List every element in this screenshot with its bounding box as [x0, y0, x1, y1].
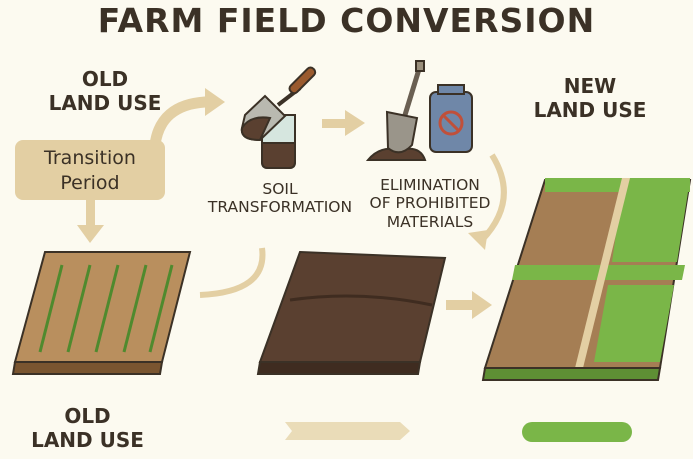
label-line: MATERIALS: [386, 212, 474, 231]
elimination-label: ELIMINATION OF PROHIBITED MATERIALS: [350, 176, 510, 231]
label-line: NEW: [563, 74, 617, 98]
soil-field: [256, 250, 447, 375]
arrow-field-to-new: [446, 291, 492, 319]
old-crop-field: [11, 251, 192, 375]
label-line: LAND USE: [48, 90, 162, 115]
label-line: LAND USE: [533, 97, 647, 122]
shovel-jar-icon: [365, 60, 473, 161]
arrow-soil-to-field: [199, 247, 266, 298]
old-land-use-top-label: OLD LAND USE: [40, 67, 170, 115]
arrow-transition-down: [77, 200, 104, 243]
page-title: FARM FIELD CONVERSION: [97, 1, 596, 40]
arrow-elimination-to-new: [479, 153, 507, 243]
label-line: Transition: [44, 147, 136, 169]
label-line: OLD: [81, 67, 129, 91]
label-line: LAND USE: [31, 427, 144, 452]
label-line: OLD: [64, 404, 111, 428]
green-pill: [522, 422, 632, 442]
new-land-use-label: NEW LAND USE: [520, 74, 660, 122]
label-line: ELIMINATION: [380, 176, 480, 194]
trowel-beaker-icon: [240, 66, 317, 169]
arrow-transition-to-soil: [149, 96, 211, 151]
label-line: SOIL: [262, 180, 298, 198]
arrow-head-icon: [468, 230, 488, 250]
transition-period-box: Transition Period: [15, 140, 165, 200]
label-line: TRANSFORMATION: [207, 198, 353, 217]
transition-banner: [285, 422, 410, 440]
label-line: Period: [60, 172, 120, 194]
old-land-use-bottom-label: OLD LAND USE: [20, 404, 155, 452]
arrow-soil-to-elimination: [322, 110, 365, 136]
label-line: OF PROHIBITED: [369, 194, 491, 213]
arrow-head-icon: [205, 88, 225, 116]
new-land-field: [481, 178, 692, 381]
soil-transformation-label: SOIL TRANSFORMATION: [205, 180, 355, 217]
